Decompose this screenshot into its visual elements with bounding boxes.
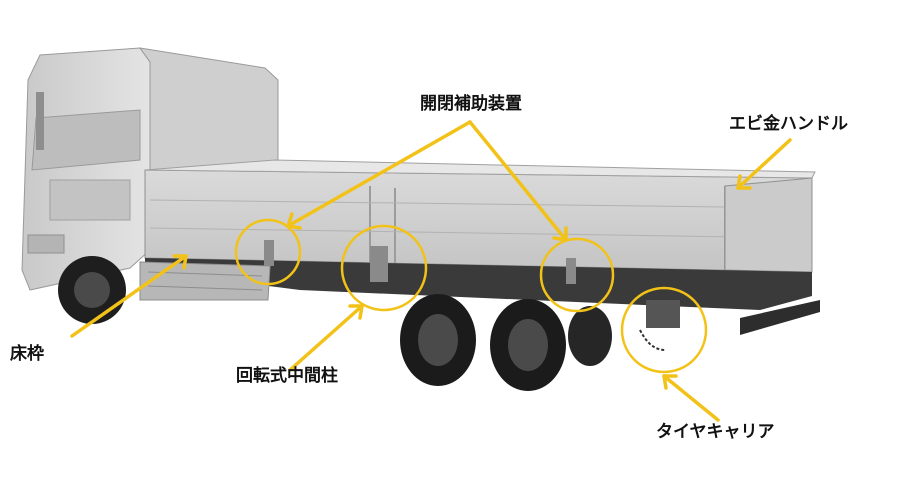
callout-circle-opening-assist-right [539, 237, 615, 313]
label-ebi-handle: エビ金ハンドル [729, 114, 848, 134]
label-rotating-middle-post: 回転式中間柱 [236, 366, 338, 386]
arrow-opening-assist-left [286, 120, 472, 230]
arrow-rotating-post [288, 304, 364, 372]
rear-wheel-2 [490, 299, 566, 391]
cargo-bed [144, 159, 816, 273]
label-opening-assist-device: 開閉補助装置 [420, 94, 522, 114]
arrow-ebi-handle [736, 138, 792, 190]
rear-wheel-1 [400, 294, 476, 386]
truck-cab [21, 47, 279, 291]
arrow-floor-frame [70, 254, 188, 338]
label-floor-frame: 床枠 [10, 344, 44, 364]
hardware-details [264, 240, 680, 351]
front-wheel [58, 256, 126, 324]
callout-circle-opening-assist-left [234, 218, 302, 286]
rear-wheel-3 [568, 306, 612, 366]
callout-circle-tire-carrier [620, 286, 708, 374]
arrow-tire-carrier [662, 374, 720, 422]
label-tire-carrier: タイヤキャリア [656, 422, 775, 442]
arrow-opening-assist-right [468, 120, 568, 242]
callout-circle-rotating-post [340, 224, 428, 312]
floor-frame [139, 258, 820, 335]
